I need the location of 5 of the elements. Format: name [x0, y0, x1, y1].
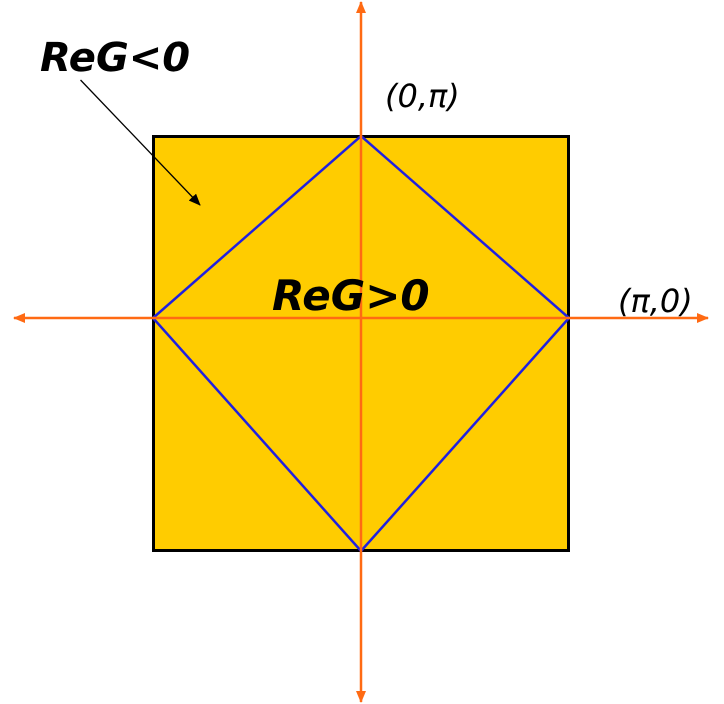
region-label: ReG<0 — [40, 38, 190, 78]
coordinate-label: (π,0) — [618, 285, 693, 317]
region-label: ReG>0 — [272, 275, 430, 317]
leader-line — [80, 80, 201, 206]
coordinate-label: (0,π) — [385, 80, 460, 112]
